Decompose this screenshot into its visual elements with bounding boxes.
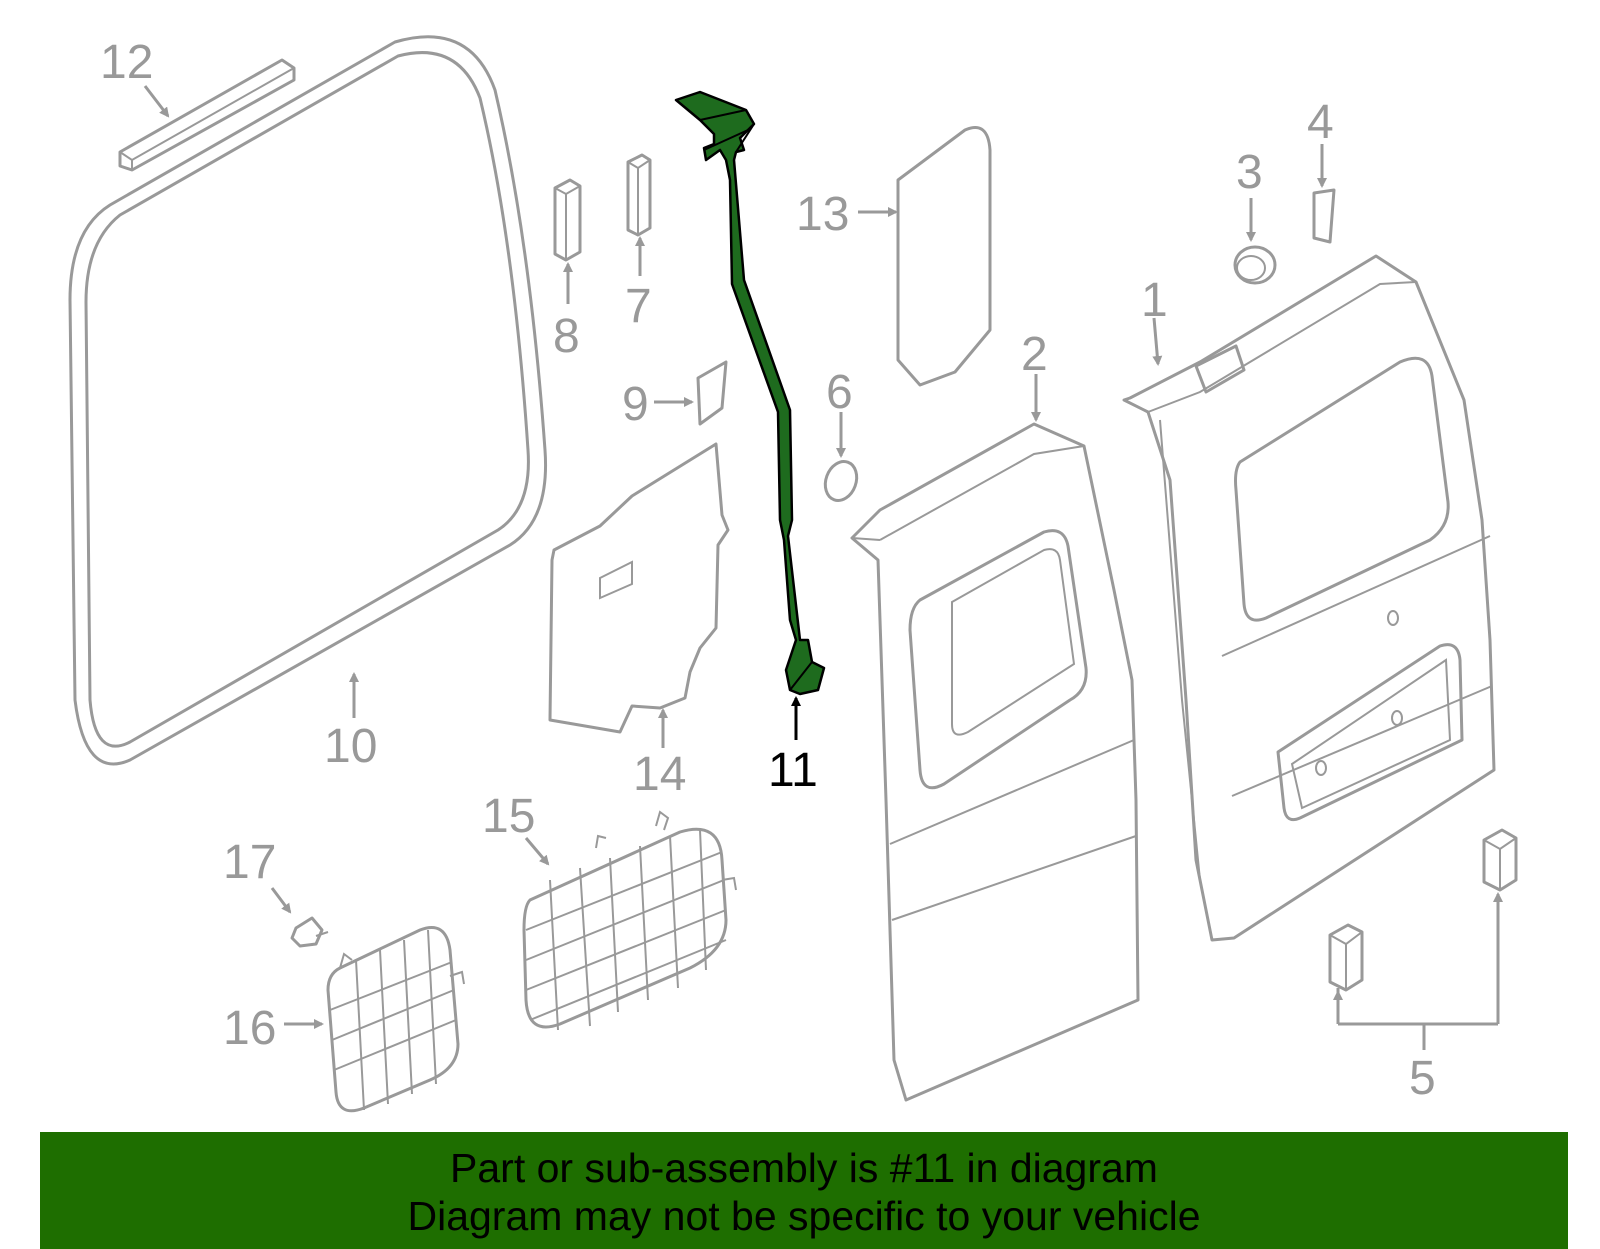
part-16-mesh bbox=[326, 926, 465, 1113]
part-8-clip bbox=[553, 178, 582, 262]
callout-2: 2 bbox=[1021, 328, 1048, 381]
callout-14: 14 bbox=[633, 748, 686, 801]
callout-7: 7 bbox=[625, 280, 652, 333]
callouts: 12 10 8 7 9 14 13 6 2 1 3 4 15 17 16 5 1… bbox=[100, 36, 1436, 1105]
callout-5: 5 bbox=[1409, 1052, 1436, 1105]
leader-15 bbox=[524, 837, 550, 866]
part-17-screw bbox=[290, 916, 329, 948]
leader-5-bracket bbox=[1336, 900, 1500, 1050]
part-14-trim-panel bbox=[548, 442, 730, 734]
callout-3: 3 bbox=[1236, 146, 1263, 199]
callout-17: 17 bbox=[223, 836, 276, 889]
info-banner: Part or sub-assembly is #11 in diagram D… bbox=[40, 1132, 1568, 1249]
banner-line-2: Diagram may not be specific to your vehi… bbox=[407, 1193, 1201, 1239]
part-5-clip-a bbox=[1328, 923, 1364, 992]
callout-6: 6 bbox=[826, 366, 853, 419]
part-5-clip-b bbox=[1482, 828, 1518, 892]
callout-11: 11 bbox=[768, 744, 818, 797]
leader-1 bbox=[1152, 317, 1163, 366]
callout-16: 16 bbox=[223, 1002, 276, 1055]
part-15-mesh bbox=[522, 810, 737, 1031]
part-10-weatherstrip bbox=[68, 35, 548, 766]
part-4-bracket bbox=[1312, 188, 1336, 244]
part-1-door bbox=[1122, 254, 1496, 942]
leader-17 bbox=[270, 887, 292, 914]
leader-lines bbox=[143, 85, 1503, 1050]
callout-13: 13 bbox=[796, 188, 849, 241]
callout-1: 1 bbox=[1141, 274, 1168, 327]
part-12-strip bbox=[118, 58, 296, 172]
part-11-lock-rod bbox=[674, 90, 826, 696]
callout-15: 15 bbox=[482, 790, 535, 843]
leader-12 bbox=[143, 85, 170, 118]
callout-10: 10 bbox=[324, 720, 377, 773]
part-2-door bbox=[850, 422, 1140, 1102]
callout-8: 8 bbox=[553, 310, 580, 363]
part-9-pad bbox=[696, 360, 728, 426]
banner-line-1: Part or sub-assembly is #11 in diagram bbox=[450, 1145, 1158, 1191]
part-3-cap bbox=[1233, 245, 1277, 285]
part-6-plug bbox=[823, 460, 859, 502]
part-13-glass bbox=[896, 126, 992, 387]
callout-4: 4 bbox=[1307, 96, 1334, 149]
part-7-clip bbox=[626, 153, 652, 237]
callout-12: 12 bbox=[100, 36, 153, 89]
callout-9: 9 bbox=[622, 378, 649, 431]
